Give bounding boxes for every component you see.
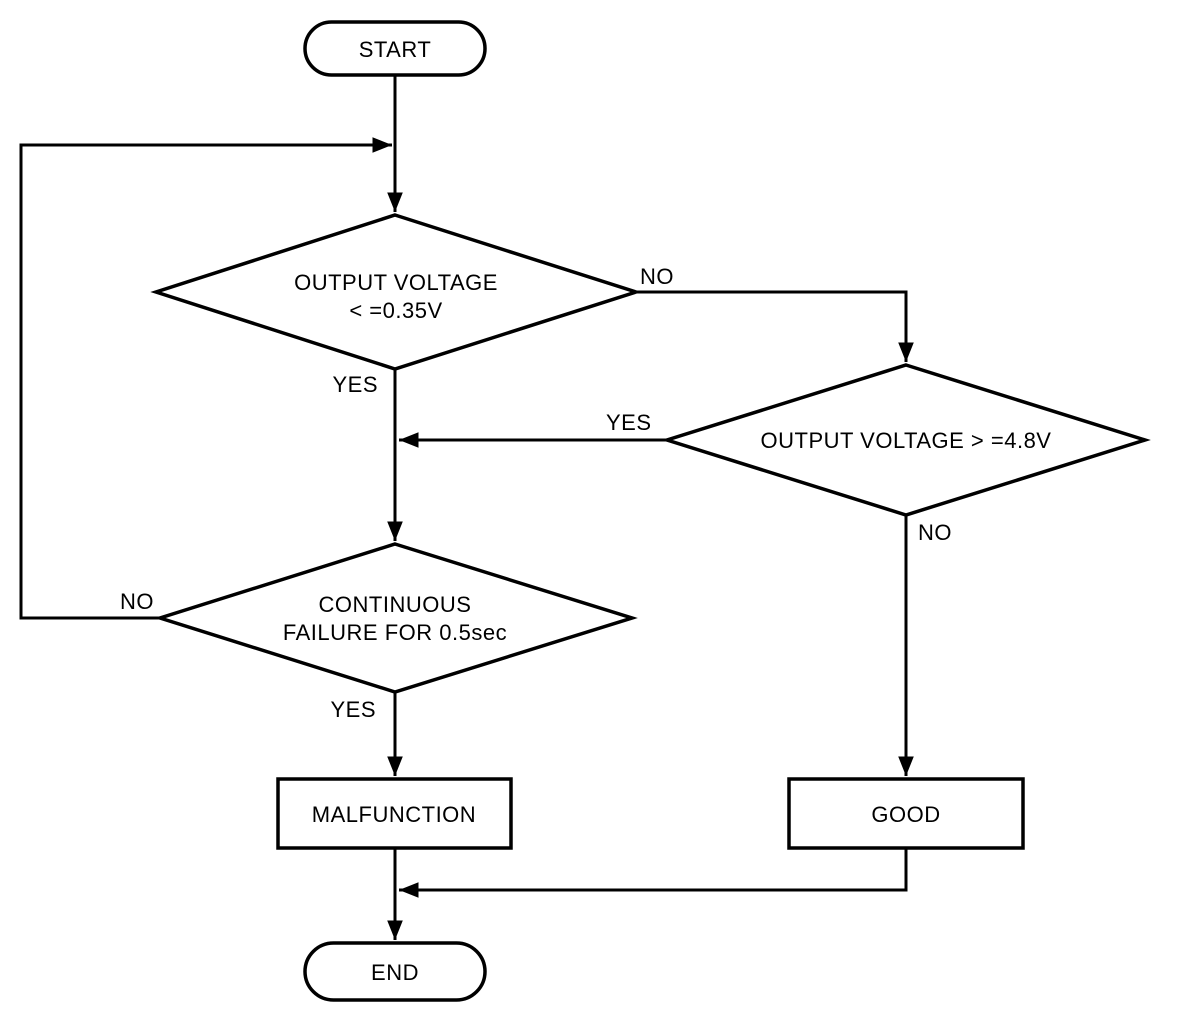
decision2-output-voltage-high (661, 363, 1151, 517)
edge-good-to-end-line (399, 848, 908, 898)
decision3-label-line2: FAILURE FOR 0.5sec (283, 620, 507, 645)
decision1-label-line1: OUTPUT VOLTAGE (294, 270, 498, 295)
end-node (303, 941, 487, 1002)
decision1-output-voltage-low (150, 213, 642, 371)
malfunction-node-label: MALFUNCTION (312, 802, 476, 827)
decision1-label-line2: < =0.35V (349, 298, 442, 323)
decision2-no-label: NO (918, 520, 952, 545)
good-node-label: GOOD (871, 802, 940, 827)
decision2-label: OUTPUT VOLTAGE > =4.8V (761, 428, 1052, 453)
end-node-label: END (371, 960, 419, 985)
decision1-no-label: NO (640, 264, 674, 289)
malfunction-node (276, 777, 513, 850)
start-node-label: START (359, 37, 432, 62)
edge-decision3-no-loop (19, 137, 392, 620)
start-node (303, 20, 487, 77)
decision3-label-line1: CONTINUOUS (319, 592, 472, 617)
decision2-yes-label: YES (606, 410, 652, 435)
edge-decision1-no-to-decision2 (636, 290, 914, 362)
good-node (787, 777, 1025, 850)
decision3-yes-label: YES (330, 697, 376, 722)
decision3-no-label: NO (120, 589, 154, 614)
decision3-continuous-failure (154, 542, 638, 694)
decision1-yes-label: YES (332, 372, 378, 397)
